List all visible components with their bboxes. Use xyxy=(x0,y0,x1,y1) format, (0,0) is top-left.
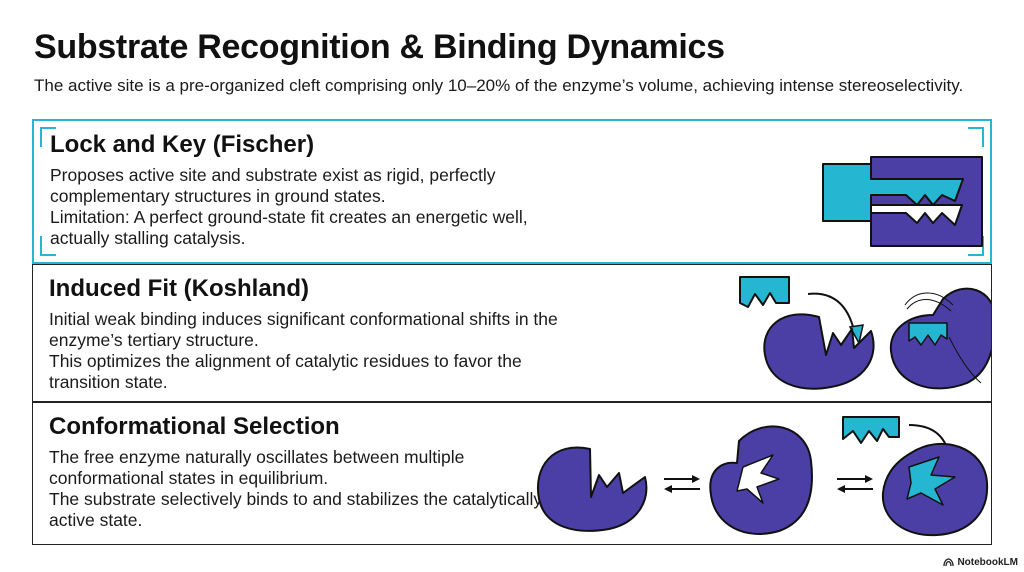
panel-title: Lock and Key (Fischer) xyxy=(50,131,315,158)
enzyme-lock-shape xyxy=(870,156,983,247)
panel-description: The free enzyme naturally oscillates bet… xyxy=(49,447,569,531)
enzyme-state-a-shape xyxy=(537,446,648,532)
conformational-selection-panel: Conformational Selection The free enzyme… xyxy=(32,402,992,545)
page-subtitle: The active site is a pre-organized cleft… xyxy=(34,76,964,95)
brand-watermark: NotebookLM xyxy=(943,557,1018,568)
panel-limitation-line: Limitation: A perfect ground-state fit c… xyxy=(50,207,528,248)
corner-bracket xyxy=(968,127,984,147)
substrate-shape xyxy=(739,276,790,308)
motion-line xyxy=(906,299,952,312)
motion-line xyxy=(904,292,954,306)
substrate-key-shape xyxy=(822,163,964,222)
panel-description-line: The free enzyme naturally oscillates bet… xyxy=(49,447,465,488)
enzyme-state-b-shape xyxy=(709,425,813,535)
open-enzyme-shape xyxy=(763,313,875,390)
closed-enzyme-shape xyxy=(889,287,991,390)
enzyme-substrate-complex-shape xyxy=(881,442,989,537)
lock-and-key-panel: Lock and Key (Fischer) Proposes active s… xyxy=(32,119,992,264)
equilibrium-arrows xyxy=(837,475,873,493)
corner-bracket xyxy=(40,127,56,147)
lock-and-key-illustration xyxy=(822,156,983,247)
corner-bracket xyxy=(40,236,56,256)
binding-arrowhead xyxy=(848,324,864,346)
panel-description-line: The substrate selectively binds to and s… xyxy=(49,489,543,530)
panel-description-line: Initial weak binding induces significant… xyxy=(49,309,558,350)
page-title: Substrate Recognition & Binding Dynamics xyxy=(34,28,725,66)
substrate-shape xyxy=(842,416,900,444)
panel-title: Conformational Selection xyxy=(49,413,340,440)
induced-fit-panel: Induced Fit (Koshland) Initial weak bind… xyxy=(32,264,992,402)
panel-description-line: This optimizes the alignment of catalyti… xyxy=(49,351,522,392)
panel-description: Proposes active site and substrate exist… xyxy=(50,165,570,249)
motion-line xyxy=(948,336,982,384)
induced-fit-illustration xyxy=(739,276,991,390)
conformational-selection-illustration xyxy=(537,416,989,537)
panel-description-line: Proposes active site and substrate exist… xyxy=(50,165,496,206)
notebooklm-logo-icon xyxy=(943,558,955,567)
panel-title: Induced Fit (Koshland) xyxy=(49,275,309,302)
equilibrium-arrows xyxy=(664,475,700,493)
panel-description: Initial weak binding induces significant… xyxy=(49,309,569,393)
brand-name: NotebookLM xyxy=(957,557,1018,568)
